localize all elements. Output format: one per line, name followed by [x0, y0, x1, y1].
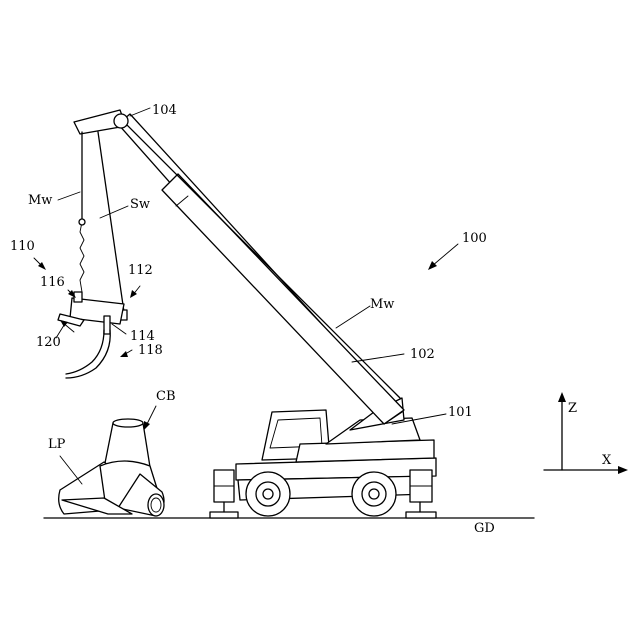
label-sheave-104: 104 [152, 104, 177, 117]
label-axis-x: X [602, 454, 611, 467]
lifting-device [58, 292, 124, 378]
label-114: 114 [130, 330, 155, 343]
crane-boom [74, 110, 404, 424]
label-crane-100: 100 [462, 232, 487, 245]
label-ground: GD [474, 522, 495, 535]
label-main-wire-boom: Mw [370, 298, 394, 311]
concrete-block [59, 419, 164, 516]
label-sub-wire: Sw [130, 198, 150, 211]
label-concrete-block: CB [156, 390, 176, 403]
label-lifting-device-110: 110 [10, 240, 35, 253]
label-118: 118 [138, 344, 163, 357]
label-boom-102: 102 [410, 348, 435, 361]
label-116: 116 [40, 276, 65, 289]
hoist-wires [79, 132, 127, 320]
crane-carrier [210, 398, 436, 518]
label-lifting-point: LP [48, 438, 65, 451]
label-axis-z: Z [568, 402, 577, 415]
label-main-wire-top: Mw [28, 194, 52, 207]
label-112: 112 [128, 264, 153, 277]
label-carrier-101: 101 [448, 406, 473, 419]
label-120: 120 [36, 336, 61, 349]
coordinate-axes [544, 392, 628, 474]
